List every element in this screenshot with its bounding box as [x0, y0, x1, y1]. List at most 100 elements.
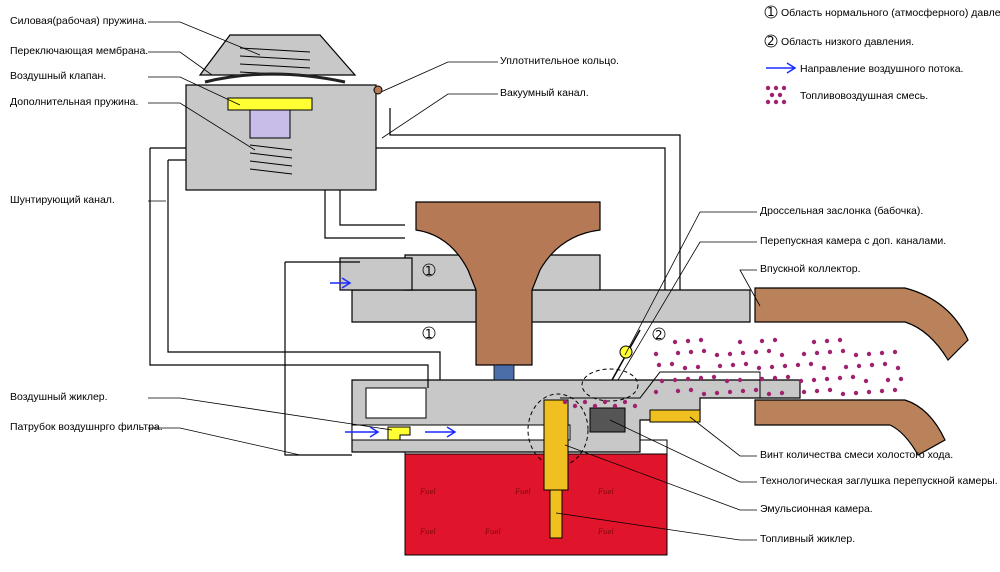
mixture-dot — [879, 388, 885, 394]
mixture-dot — [837, 375, 843, 381]
legend-dots-icon — [765, 85, 787, 105]
label-extra-spring: Дополнительная пружина. — [10, 96, 138, 108]
mixture-dot — [772, 375, 778, 381]
mixture-dot — [730, 362, 736, 368]
mixture-dot — [740, 350, 746, 356]
mixture-dot — [759, 338, 765, 344]
mixture-dot — [659, 378, 665, 384]
mixture-dot — [827, 387, 833, 393]
fuel-bowl: Fuel Fuel Fuel Fuel Fuel Fuel — [404, 439, 668, 556]
svg-text:Fuel: Fuel — [597, 528, 614, 536]
mixture-dot — [798, 378, 804, 384]
mixture-dot — [727, 351, 733, 357]
switch-membrane — [204, 72, 346, 84]
mixture-dots — [562, 337, 904, 409]
left-labels: Силовая(рабочая) пружина. Переключающая … — [10, 15, 163, 433]
mixture-dot — [856, 363, 862, 369]
zone-marker-upper: 1 — [425, 264, 433, 278]
legend: 1 Область нормального (атмосферного) дав… — [764, 5, 1000, 105]
mixture-dot — [717, 363, 723, 369]
label-intake-manifold: Впускной коллектор. — [760, 263, 861, 275]
extra-spring — [249, 144, 293, 175]
mixture-dot — [782, 363, 788, 369]
mixture-dot — [853, 352, 859, 358]
mixture-dot — [714, 352, 720, 358]
mixture-dot — [653, 389, 659, 395]
mixture-dot — [582, 399, 588, 405]
mixture-dot — [814, 350, 820, 356]
mixture-dot — [756, 365, 762, 371]
mixture-dot — [811, 339, 817, 345]
mixture-dot — [892, 349, 898, 355]
legend-marker-1: 1 — [767, 5, 775, 19]
svg-text:Fuel: Fuel — [597, 488, 614, 496]
mixture-dot — [675, 350, 681, 356]
mixture-dot — [685, 338, 691, 344]
mixture-dot — [727, 389, 733, 395]
mixture-dot — [672, 377, 678, 383]
zone-markers: 1 1 2 — [422, 263, 666, 342]
mixture-dot — [879, 350, 885, 356]
mixture-dot — [840, 348, 846, 354]
mixture-dot — [701, 391, 707, 397]
zone-marker-lower: 1 — [425, 327, 433, 341]
mixture-dot — [698, 375, 704, 381]
mixture-dot — [843, 364, 849, 370]
seal-ring — [373, 85, 383, 95]
mixture-dot — [682, 365, 688, 371]
mixture-dot — [753, 349, 759, 355]
mixture-dot — [622, 399, 628, 405]
mixture-dot — [814, 388, 820, 394]
lower-body — [351, 371, 801, 453]
legend-arrow-icon — [766, 62, 797, 74]
right-labels: Уплотнительное кольцо. Вакуумный канал. … — [500, 55, 998, 545]
mixture-dot — [821, 365, 827, 371]
mixture-dot — [612, 403, 618, 409]
mixture-dot — [766, 391, 772, 397]
mixture-dot — [759, 376, 765, 382]
svg-text:Fuel: Fuel — [419, 528, 436, 536]
fuel-volume — [404, 451, 668, 556]
legend-item-1: Область нормального (атмосферного) давле… — [781, 7, 1000, 19]
mixture-dot — [711, 374, 717, 380]
mixture-dot — [895, 365, 901, 371]
label-vacuum-channel: Вакуумный канал. — [500, 87, 589, 99]
mixture-dot — [688, 349, 694, 355]
mixture-dot — [695, 364, 701, 370]
label-idle-screw: Винт количества смеси холостого хода. — [760, 449, 953, 461]
mixture-dot — [724, 378, 730, 384]
mixture-dot — [824, 338, 830, 344]
throttle-body — [415, 201, 601, 366]
legend-airflow: Направление воздушного потока. — [800, 63, 963, 75]
svg-text:Fuel: Fuel — [484, 528, 501, 536]
mixture-dot — [632, 403, 638, 409]
mixture-dot — [602, 399, 608, 405]
svg-text:Fuel: Fuel — [514, 488, 531, 496]
label-filter-pipe: Патрубок воздушнрго фильтра. — [10, 421, 163, 433]
legend-mixture: Топливовоздушная смесь. — [800, 90, 928, 102]
mixture-dot — [811, 377, 817, 383]
svg-text:Fuel: Fuel — [419, 488, 436, 496]
throttle-butterfly — [581, 329, 641, 402]
label-switch-membrane: Переключающая мембрана. — [10, 45, 148, 57]
mixture-dot — [743, 361, 749, 367]
mixture-dot — [685, 376, 691, 382]
mixture-dot — [801, 351, 807, 357]
mixture-dot — [737, 377, 743, 383]
mixture-dot — [827, 349, 833, 355]
mixture-dot — [772, 337, 778, 343]
mixture-dot — [669, 361, 675, 367]
label-fuel-jet: Топливный жиклер. — [760, 533, 855, 545]
valve-assembly — [185, 34, 383, 191]
label-air-valve: Воздушный клапан. — [10, 70, 106, 82]
mixture-dot — [714, 390, 720, 396]
label-power-spring: Силовая(рабочая) пружина. — [10, 15, 147, 27]
mixture-dot — [779, 390, 785, 396]
mixture-dot — [737, 339, 743, 345]
zone-marker-throttle: 2 — [655, 328, 663, 342]
air-jet — [387, 426, 411, 441]
mixture-dot — [869, 362, 875, 368]
mixture-dot — [808, 361, 814, 367]
mixture-dot — [592, 403, 598, 409]
legend-marker-2: 2 — [767, 34, 775, 48]
